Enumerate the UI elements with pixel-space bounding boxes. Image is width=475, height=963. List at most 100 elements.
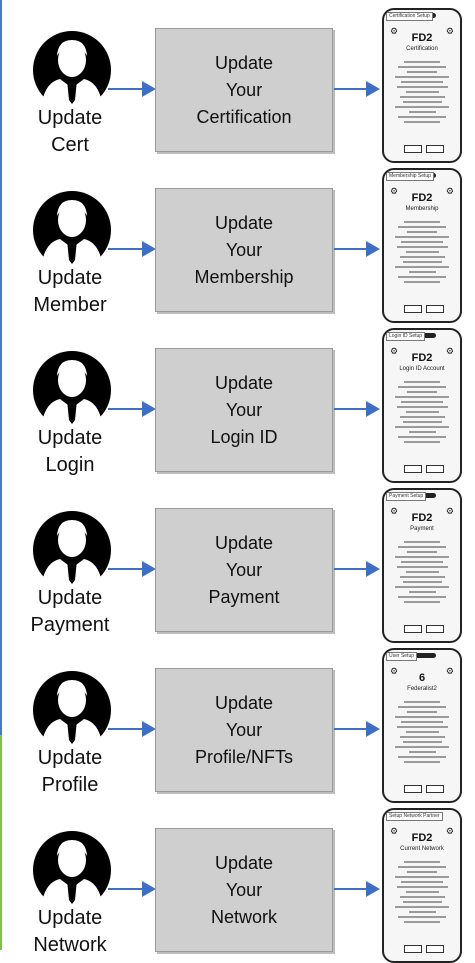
box-line-3: Membership (194, 266, 294, 287)
user-avatar-icon (33, 831, 111, 910)
connector-line-left (108, 88, 144, 90)
user-label-line-1: Update (37, 907, 103, 929)
connector-arrowhead-right (366, 241, 380, 257)
settings-icon: ⚙ (445, 26, 454, 36)
screen-tag: Membership Setup (386, 172, 434, 181)
connector-arrowhead-left (142, 561, 156, 577)
user-label-line-2: Member (33, 294, 107, 316)
phone-screen-mockup: Setup Network Partner ⚙ ⚙ FD2 Current Ne… (382, 808, 462, 963)
user-avatar-icon (33, 31, 111, 110)
user-label-line-2: Profile (41, 774, 99, 796)
user-label-line-1: Update (37, 267, 103, 289)
settings-icon: ⚙ (445, 506, 454, 516)
screen-button-left (404, 945, 422, 953)
screen-button-right (426, 145, 444, 153)
connector-line-left (108, 728, 144, 730)
phone-screen-mockup: User Setup ⚙ ⚙ 6 Federalist2 (382, 648, 462, 803)
update-step-box: Update Your Membership (155, 188, 333, 312)
box-line-2: Your (225, 559, 263, 580)
box-line-2: Your (225, 719, 263, 740)
screen-button-left (404, 785, 422, 793)
connector-arrowhead-right (366, 721, 380, 737)
screen-title: FD2 (411, 352, 433, 364)
connector-line-left (108, 888, 144, 890)
connector-arrowhead-right (366, 561, 380, 577)
connector-arrowhead-left (142, 241, 156, 257)
user-avatar-icon (33, 511, 111, 590)
screen-subtitle: Membership (405, 206, 439, 212)
screen-button-right (426, 465, 444, 473)
screen-tag: Payment Setup (386, 492, 427, 501)
settings-icon: ⚙ (445, 666, 454, 676)
user-label-line-2: Payment (30, 614, 110, 636)
box-line-3: Certification (196, 106, 292, 127)
gear-icon: ⚙ (390, 506, 399, 516)
connector-line-right (334, 568, 368, 570)
connector-line-right (334, 248, 368, 250)
screen-tag: User Setup (386, 652, 418, 661)
screen-button-left (404, 145, 422, 153)
update-step-box: Update Your Profile/NFTs (155, 668, 333, 792)
flow-row: Update Payment Update Your Payment Payme… (0, 480, 475, 643)
screen-button-left (404, 625, 422, 633)
screen-title: FD2 (411, 192, 433, 204)
connector-line-right (334, 728, 368, 730)
screen-tag: Login ID Setup (386, 332, 426, 341)
gear-icon: ⚙ (390, 26, 399, 36)
screen-button-left (404, 465, 422, 473)
settings-icon: ⚙ (445, 826, 454, 836)
screen-button-right (426, 785, 444, 793)
box-line-3: Profile/NFTs (194, 746, 293, 767)
update-step-box: Update Your Network (155, 828, 333, 952)
screen-content-placeholder (392, 58, 452, 149)
flow-row: Update Cert Update Your Certification Ce… (0, 0, 475, 163)
box-line-2: Your (225, 879, 263, 900)
flow-row: Update Login Update Your Login ID Login … (0, 320, 475, 483)
screen-title: FD2 (411, 32, 433, 44)
box-line-2: Your (225, 79, 263, 100)
update-step-box: Update Your Login ID (155, 348, 333, 472)
user-label-line-1: Update (37, 107, 103, 129)
user-label-line-1: Update (37, 747, 103, 769)
screen-tag: Certification Setup (386, 12, 433, 21)
connector-line-left (108, 408, 144, 410)
user-label-line-2: Login (45, 454, 95, 476)
screen-subtitle: Login ID Account (399, 366, 445, 372)
update-step-box: Update Your Payment (155, 508, 333, 632)
phone-notch (408, 653, 436, 658)
connector-line-left (108, 568, 144, 570)
settings-icon: ⚙ (445, 346, 454, 356)
box-line-2: Your (225, 399, 263, 420)
screen-content-placeholder (392, 698, 452, 789)
box-line-3: Payment (208, 586, 280, 607)
gear-icon: ⚙ (390, 826, 399, 836)
user-label-line-1: Update (37, 427, 103, 449)
connector-arrowhead-left (142, 401, 156, 417)
screen-content-placeholder (392, 378, 452, 469)
box-line-1: Update (214, 52, 274, 73)
screen-subtitle: Federalist2 (407, 686, 437, 692)
screen-button-right (426, 305, 444, 313)
flow-row: Update Network Update Your Network Setup… (0, 800, 475, 963)
settings-icon: ⚙ (445, 186, 454, 196)
flow-row: Update Member Update Your Membership Mem… (0, 160, 475, 323)
screen-tag: Setup Network Partner (386, 812, 443, 821)
connector-arrowhead-right (366, 881, 380, 897)
screen-button-left (404, 305, 422, 313)
connector-arrowhead-right (366, 401, 380, 417)
screen-button-right (426, 625, 444, 633)
connector-arrowhead-left (142, 721, 156, 737)
screen-content-placeholder (392, 218, 452, 309)
screen-title: FD2 (411, 832, 433, 844)
box-line-3: Login ID (210, 426, 278, 447)
gear-icon: ⚙ (390, 666, 399, 676)
screen-button-right (426, 945, 444, 953)
screen-subtitle: Payment (410, 526, 434, 532)
user-label-line-1: Update (37, 587, 103, 609)
user-avatar-icon (33, 191, 111, 270)
box-line-1: Update (214, 692, 274, 713)
connector-line-right (334, 888, 368, 890)
screen-content-placeholder (392, 858, 452, 949)
left-frame-border (0, 0, 2, 950)
connector-line-right (334, 408, 368, 410)
